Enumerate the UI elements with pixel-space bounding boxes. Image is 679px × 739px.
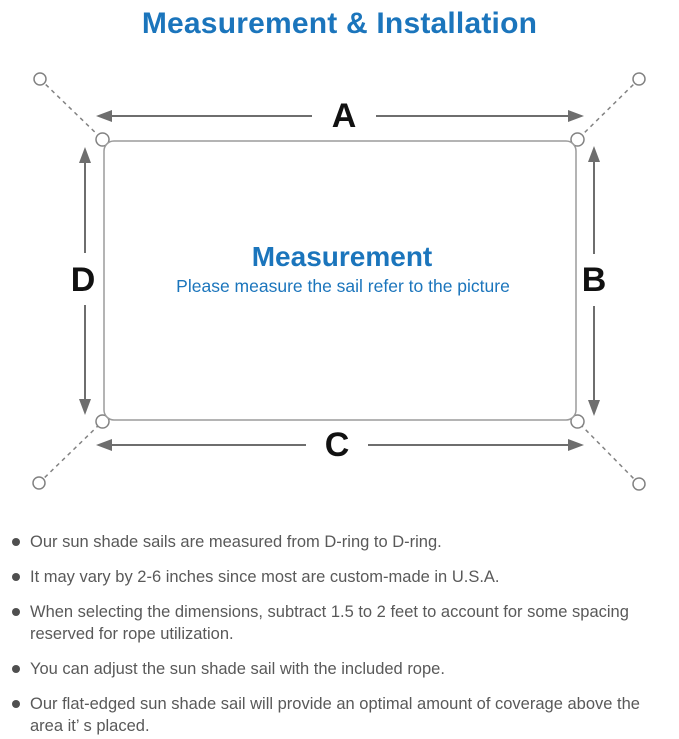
arrow-c-head-right — [568, 439, 584, 451]
d-ring-icon — [570, 132, 585, 147]
dimension-label-c: C — [325, 426, 350, 464]
tie-line-bottom-right — [577, 421, 640, 485]
dimension-labels: A B C D — [71, 97, 607, 464]
note-text: It may vary by 2-6 inches since most are… — [30, 568, 500, 586]
anchor-ring-icon — [33, 72, 47, 86]
dimension-label-b: B — [582, 261, 607, 299]
arrow-b-head-bottom — [588, 400, 600, 416]
measurement-diagram: A B C D Measurement Please measure the s… — [32, 72, 646, 491]
note-item: It may vary by 2-6 inches since most are… — [12, 566, 675, 588]
arrow-d-head-bottom — [79, 399, 91, 415]
arrow-d-head-top — [79, 147, 91, 163]
bullet-icon — [12, 608, 20, 616]
bullet-icon — [12, 538, 20, 546]
bullet-icon — [12, 573, 20, 581]
notes-list: Our sun shade sails are measured from D-… — [0, 515, 679, 737]
anchor-tie-lines — [38, 78, 640, 485]
diagram-center-subtitle: Please measure the sail refer to the pic… — [176, 276, 510, 296]
note-text: You can adjust the sun shade sail with t… — [30, 660, 445, 678]
anchor-ring-icon — [632, 72, 646, 86]
note-item: You can adjust the sun shade sail with t… — [12, 658, 675, 680]
tie-line-top-right — [577, 78, 640, 140]
diagram-center-title: Measurement — [252, 241, 433, 272]
anchor-rings — [32, 72, 646, 491]
sail-outline — [103, 140, 577, 421]
corner-d-rings — [95, 132, 585, 429]
arrow-b-head-top — [588, 146, 600, 162]
d-ring-icon — [570, 414, 585, 429]
note-text: Our flat-edged sun shade sail will provi… — [30, 695, 640, 735]
note-item: When selecting the dimensions, subtract … — [12, 601, 675, 645]
d-ring-icon — [95, 414, 110, 429]
bullet-icon — [12, 665, 20, 673]
d-ring-icon — [95, 132, 110, 147]
anchor-ring-icon — [32, 476, 46, 490]
bullet-icon — [12, 700, 20, 708]
tie-line-top-left — [39, 78, 103, 140]
tie-line-bottom-left — [38, 421, 103, 484]
note-item: Our flat-edged sun shade sail will provi… — [12, 693, 675, 737]
note-text: When selecting the dimensions, subtract … — [30, 603, 629, 643]
dimension-label-d: D — [71, 261, 96, 299]
dimension-label-a: A — [332, 97, 357, 135]
note-item: Our sun shade sails are measured from D-… — [12, 531, 675, 553]
note-text: Our sun shade sails are measured from D-… — [30, 533, 442, 551]
measure-arrows — [79, 110, 600, 451]
arrow-a-head-right — [568, 110, 584, 122]
arrow-a-head-left — [96, 110, 112, 122]
arrow-c-head-left — [96, 439, 112, 451]
anchor-ring-icon — [632, 477, 646, 491]
page-title: Measurement & Installation — [141, 7, 538, 40]
